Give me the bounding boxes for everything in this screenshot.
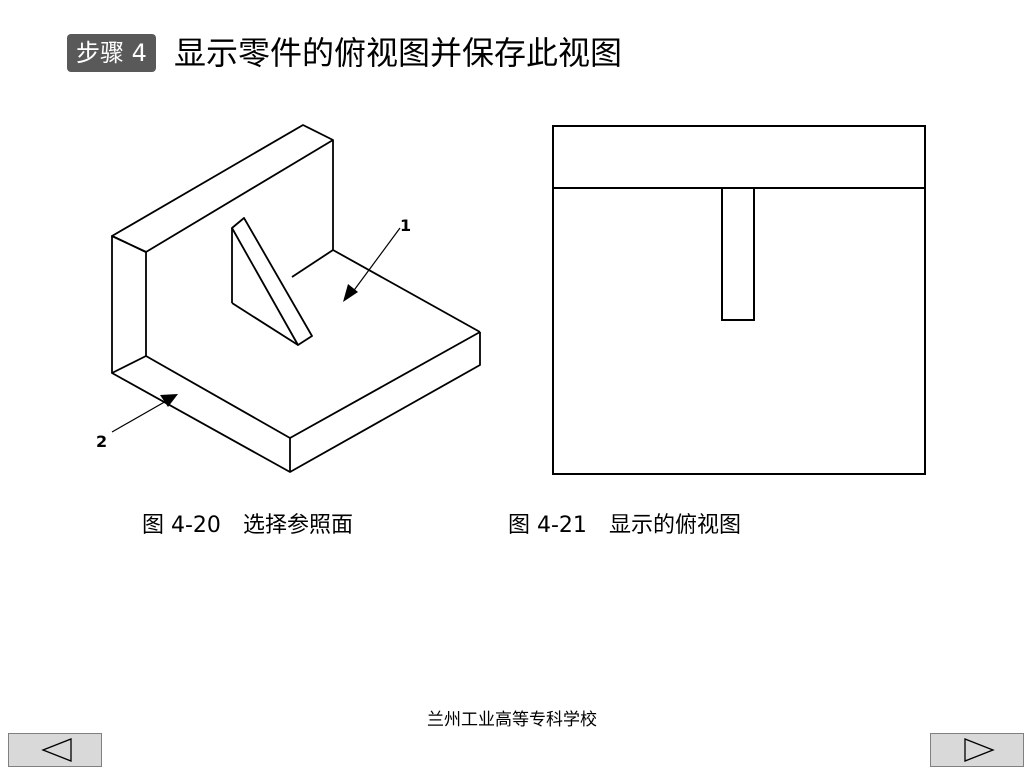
top-view-rib: [721, 187, 755, 321]
figure-4-21-number: 图 4-21: [508, 513, 587, 538]
callout-1-leader: [351, 227, 401, 294]
figure-4-20-title: 选择参照面: [242, 513, 353, 538]
next-slide-button[interactable]: [930, 733, 1024, 767]
triangle-left-icon: [41, 738, 72, 762]
rib-side-face: [231, 217, 313, 346]
prev-slide-button[interactable]: [8, 733, 102, 767]
figure-4-21-caption: 图 4-21 显示的俯视图: [508, 512, 741, 540]
figure-4-20-caption: 图 4-20 选择参照面: [142, 512, 353, 540]
callout-2-label: 2: [96, 432, 107, 451]
callout-2-arrow: [160, 394, 178, 407]
callout-1-arrow: [343, 284, 358, 302]
step-badge: 步骤 4: [67, 34, 156, 72]
rib-edge: [291, 249, 334, 278]
footer-school-name: 兰州工业高等专科学校: [427, 710, 597, 730]
isometric-part-figure: 1 2: [96, 124, 481, 473]
triangle-right-icon: [964, 738, 995, 762]
top-view-figure: [552, 125, 926, 475]
figure-4-20-number: 图 4-20: [142, 513, 221, 538]
callout-2-leader: [111, 399, 169, 433]
callout-1-label: 1: [400, 216, 411, 235]
wall-top-face: [111, 124, 334, 253]
top-view-outline: [552, 125, 926, 475]
figure-4-21-title: 显示的俯视图: [608, 513, 741, 538]
slide-title: 显示零件的俯视图并保存此视图: [174, 34, 623, 72]
wall-left-face: [111, 235, 147, 374]
base-outline: [111, 332, 481, 473]
rib-edge: [231, 302, 299, 346]
base-back-edge: [332, 249, 481, 333]
base-front-top-edge: [145, 331, 481, 439]
